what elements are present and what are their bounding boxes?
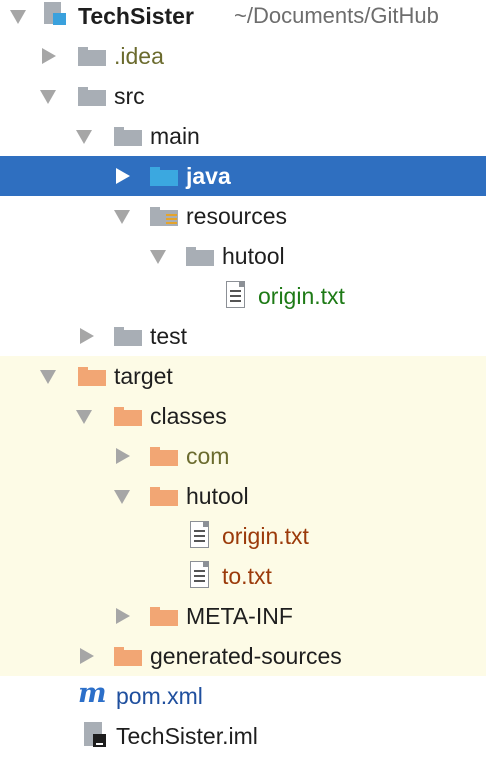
tree-row-techsister[interactable]: TechSister ~/Documents/GitHub [0, 0, 486, 36]
tree-row-pom-xml[interactable]: m pom.xml [0, 676, 486, 716]
excluded-folder-icon [150, 607, 178, 626]
module-file-icon [84, 722, 112, 747]
tree-row-generated-sources[interactable]: generated-sources [0, 636, 486, 676]
text-file-icon [190, 561, 211, 589]
tree-label-origin-txt: origin.txt [258, 283, 345, 309]
tree-row-com[interactable]: com [0, 436, 486, 476]
tree-row-java[interactable]: java [0, 156, 486, 196]
collapse-arrow-icon[interactable] [116, 168, 130, 184]
text-file-icon [190, 521, 211, 549]
tree-label-resources: resources [186, 203, 287, 229]
tree-label-idea: .idea [114, 43, 164, 69]
expand-arrow-icon[interactable] [114, 210, 130, 224]
collapse-arrow-icon[interactable] [42, 48, 56, 64]
tree-row-classes-hutool[interactable]: hutool [0, 476, 486, 516]
tree-label-to-txt: to.txt [222, 563, 272, 589]
expand-arrow-icon[interactable] [76, 410, 92, 424]
tree-row-techsister-iml[interactable]: TechSister.iml [0, 716, 486, 756]
tree-row-classes-origin-txt[interactable]: origin.txt [0, 516, 486, 556]
collapse-arrow-icon[interactable] [80, 648, 94, 664]
tree-label-hutool: hutool [222, 243, 285, 269]
excluded-folder-icon [78, 367, 106, 386]
collapse-arrow-icon[interactable] [80, 328, 94, 344]
folder-icon [186, 247, 214, 266]
tree-label-main: main [150, 123, 200, 149]
excluded-folder-icon [114, 647, 142, 666]
module-icon [44, 2, 72, 26]
tree-row-idea[interactable]: .idea [0, 36, 486, 76]
expand-arrow-icon[interactable] [114, 490, 130, 504]
text-file-icon [226, 281, 247, 309]
folder-icon [78, 47, 106, 66]
expand-arrow-icon[interactable] [10, 10, 26, 24]
expand-arrow-icon[interactable] [40, 90, 56, 104]
tree-row-test[interactable]: test [0, 316, 486, 356]
expand-arrow-icon[interactable] [76, 130, 92, 144]
tree-row-origin-txt[interactable]: origin.txt [0, 276, 486, 316]
tree-label-meta-inf: META-INF [186, 603, 293, 629]
tree-label-techsister: TechSister [78, 3, 194, 29]
tree-row-meta-inf[interactable]: META-INF [0, 596, 486, 636]
excluded-folder-icon [114, 407, 142, 426]
tree-row-classes[interactable]: classes [0, 396, 486, 436]
tree-label-src: src [114, 83, 145, 109]
folder-icon [114, 327, 142, 346]
tree-label-target: target [114, 363, 173, 389]
tree-row-resources[interactable]: resources [0, 196, 486, 236]
tree-label-test: test [150, 323, 188, 349]
project-path: ~/Documents/GitHub [234, 3, 439, 28]
tree-row-main[interactable]: main [0, 116, 486, 156]
collapse-arrow-icon[interactable] [116, 608, 130, 624]
tree-label-generated-sources: generated-sources [150, 643, 342, 669]
resources-folder-icon [150, 207, 178, 226]
tree-label-classes-hutool: hutool [186, 483, 249, 509]
folder-icon [114, 127, 142, 146]
tree-row-to-txt[interactable]: to.txt [0, 556, 486, 596]
tree-label-classes: classes [150, 403, 227, 429]
tree-row-src[interactable]: src [0, 76, 486, 116]
tree-label-classes-origin-txt: origin.txt [222, 523, 309, 549]
tree-label-techsister-iml: TechSister.iml [116, 723, 258, 749]
excluded-folder-icon [150, 447, 178, 466]
excluded-folder-icon [150, 487, 178, 506]
tree-label-com: com [186, 443, 230, 469]
tree-label-java: java [186, 163, 231, 189]
collapse-arrow-icon[interactable] [116, 448, 130, 464]
source-folder-icon [150, 167, 178, 186]
expand-arrow-icon[interactable] [150, 250, 166, 264]
tree-row-target[interactable]: target [0, 356, 486, 396]
tree-row-hutool[interactable]: hutool [0, 236, 486, 276]
folder-icon [78, 87, 106, 106]
expand-arrow-icon[interactable] [40, 370, 56, 384]
maven-icon: m [78, 678, 107, 709]
tree-label-pom-xml: pom.xml [116, 683, 203, 709]
